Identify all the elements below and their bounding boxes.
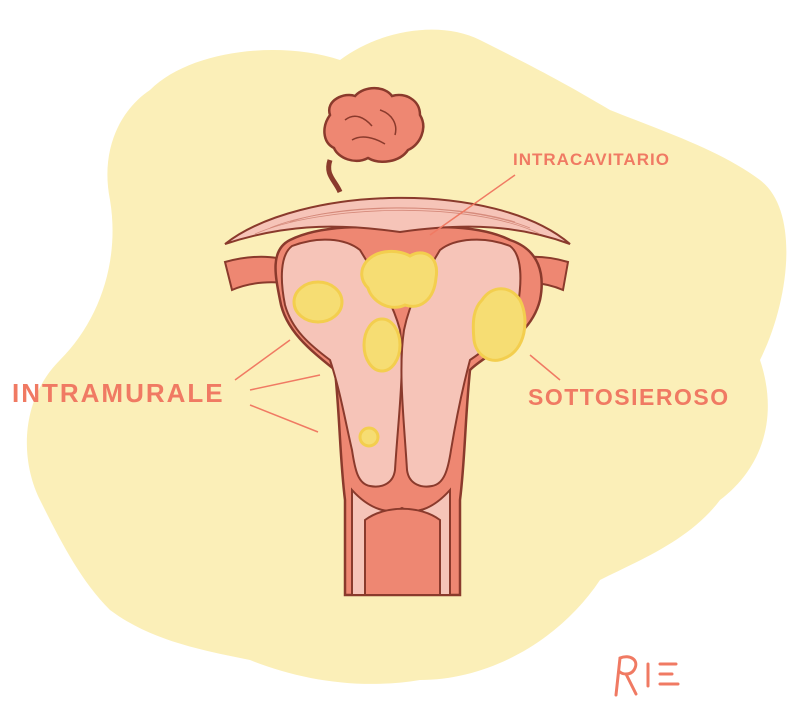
pedunculated-fibroid [324,88,423,162]
label-intracavitario: INTRACAVITARIO [513,150,670,170]
subserosal-fibroid [473,289,525,361]
intramural-fibroid-3 [360,428,378,446]
artist-signature [608,650,698,700]
label-sottosieroso: SOTTOSIEROSO [528,384,730,411]
intramural-fibroid-1 [294,282,342,322]
intracavitary-fibroid [362,251,437,307]
intramural-fibroid-2 [364,319,400,371]
cervical-canal [365,509,440,595]
label-intramurale: INTRAMURALE [12,378,225,409]
